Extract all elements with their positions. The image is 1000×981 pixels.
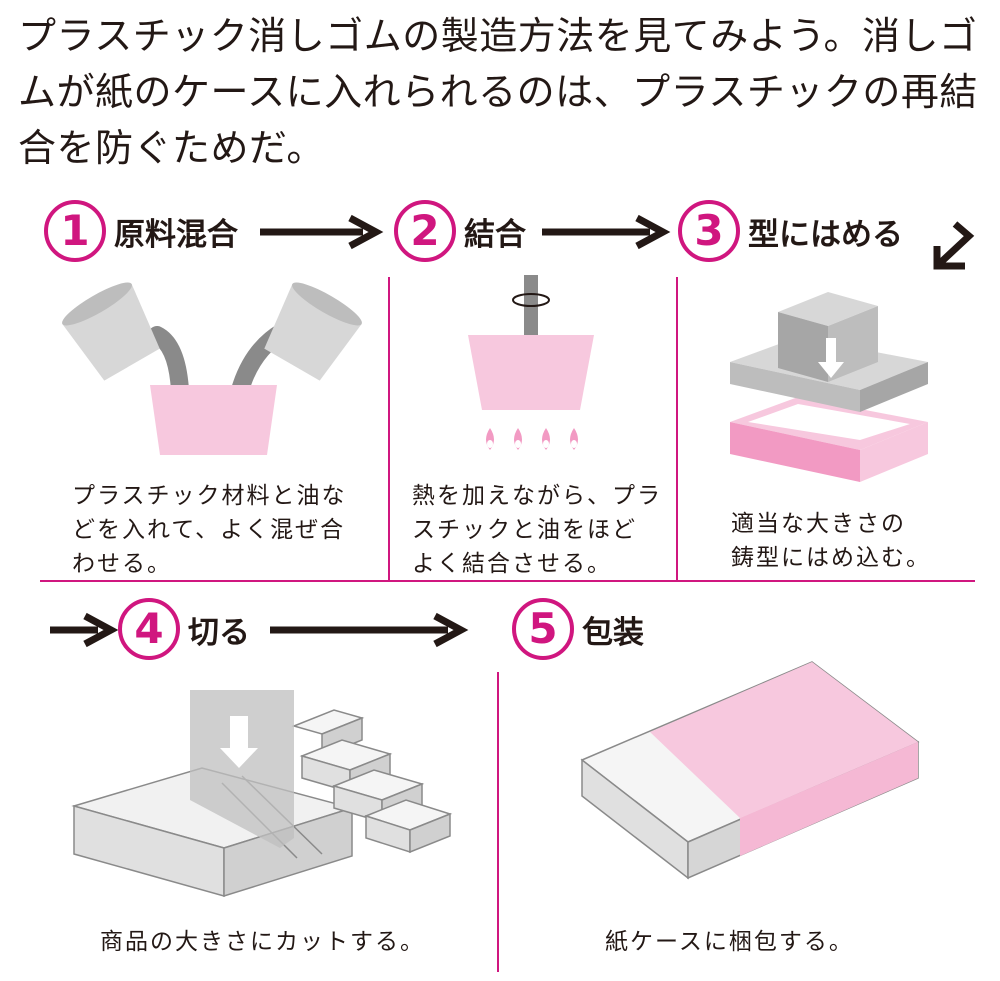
divider-2-3 — [676, 277, 678, 580]
intro-text: プラスチック消しゴムの製造方法を見てみよう。消しゴムが紙のケースに入れられるのは… — [18, 14, 978, 170]
eraser-illustration — [580, 661, 920, 880]
arrow-2-to-3-icon — [542, 214, 671, 250]
step-3-header: 3 型にはめる — [678, 200, 903, 262]
step-3-number: 3 — [678, 200, 740, 262]
step-5-header: 5 包装 — [512, 598, 644, 660]
divider-row — [40, 580, 975, 582]
step-2-caption-line: 熱を加えながら、プラ — [412, 483, 662, 509]
step-5-caption-line: 紙ケースに梱包する。 — [605, 929, 854, 955]
step-1-number: 1 — [44, 200, 106, 262]
step-4-title: 切る — [188, 614, 250, 651]
mixer-illustration — [468, 275, 594, 450]
step-1-caption-line: プラスチック材料と油な — [72, 483, 347, 509]
step-4-number: 4 — [118, 598, 180, 660]
arrow-4-to-5-icon — [270, 612, 469, 648]
step-2-header: 2 結合 — [394, 200, 526, 262]
step-2-title: 結合 — [464, 216, 526, 253]
divider-4-5 — [497, 672, 499, 972]
step-2-caption-line: よく結合させる。 — [412, 551, 612, 577]
step-2-number: 2 — [394, 200, 456, 262]
step-2-caption: 熱を加えながら、プラ スチックと油をほど よく結合させる。 — [412, 479, 662, 581]
mixing-illustration — [62, 282, 362, 455]
return-arrow-icon — [933, 221, 975, 270]
step-2-caption-line: スチックと油をほど — [412, 517, 637, 543]
step-1-caption: プラスチック材料と油な どを入れて、よく混ぜ合 わせる。 — [72, 479, 347, 581]
step-1-title: 原料混合 — [114, 216, 238, 253]
step-4-header: 4 切る — [118, 598, 250, 660]
step-3-caption-line: 適当な大きさの — [731, 511, 906, 537]
divider-1-2 — [388, 277, 390, 580]
step-5-title: 包装 — [582, 614, 644, 651]
step-4-caption: 商品の大きさにカットする。 — [100, 925, 425, 959]
step-5-number: 5 — [512, 598, 574, 660]
step-4-caption-line: 商品の大きさにカットする。 — [100, 929, 425, 955]
step-3-caption: 適当な大きさの 鋳型にはめ込む。 — [731, 507, 931, 575]
arrow-1-to-2-icon — [260, 214, 384, 250]
arrow-into-4-icon — [50, 612, 119, 648]
step-1-caption-line: わせる。 — [72, 551, 172, 577]
mold-illustration — [730, 292, 928, 482]
cutting-illustration — [71, 690, 453, 898]
step-3-title: 型にはめる — [748, 216, 903, 253]
step-1-caption-line: どを入れて、よく混ぜ合 — [72, 517, 346, 543]
step-3-caption-line: 鋳型にはめ込む。 — [731, 545, 931, 571]
step-5-caption: 紙ケースに梱包する。 — [605, 925, 854, 959]
step-1-header: 1 原料混合 — [44, 200, 238, 262]
